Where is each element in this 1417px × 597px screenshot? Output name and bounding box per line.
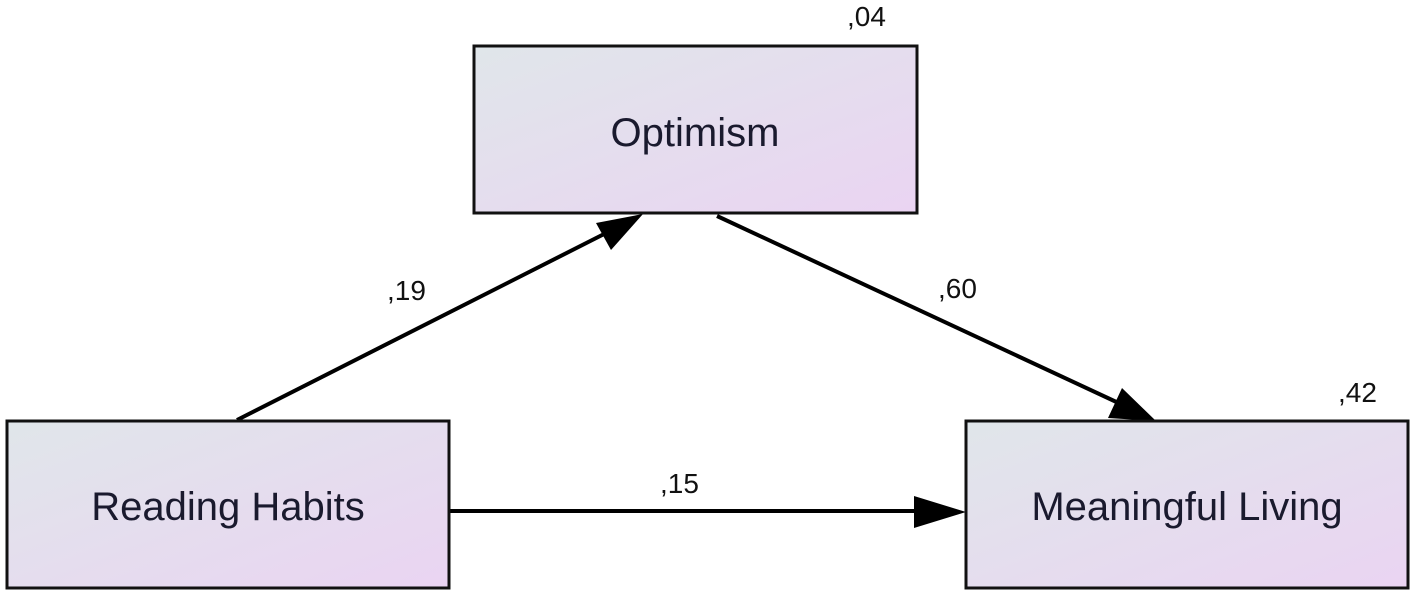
arrowhead-icon xyxy=(914,496,966,528)
coef-label-reading-to-optimism: ,19 xyxy=(387,275,426,306)
path-reading-to-optimism xyxy=(236,214,643,422)
path-optimism-to-meaningful xyxy=(716,214,1156,421)
node-label-meaningful-living: Meaningful Living xyxy=(1031,485,1342,529)
node-reading-habits: Reading Habits xyxy=(5,419,451,590)
r2-label-meaningful-living: ,42 xyxy=(1338,377,1377,408)
coef-label-reading-to-meaningful: ,15 xyxy=(660,468,699,499)
node-label-reading-habits: Reading Habits xyxy=(91,485,365,529)
arrowhead-icon xyxy=(1108,388,1156,421)
arrowhead-icon xyxy=(596,214,643,250)
path-reading-to-meaningful xyxy=(450,496,966,528)
node-meaningful-living: Meaningful Living xyxy=(964,419,1410,590)
r2-label-optimism: ,04 xyxy=(847,1,886,32)
node-optimism: Optimism xyxy=(472,44,919,215)
node-label-optimism: Optimism xyxy=(611,111,780,155)
coef-label-optimism-to-meaningful: ,60 xyxy=(938,273,977,304)
